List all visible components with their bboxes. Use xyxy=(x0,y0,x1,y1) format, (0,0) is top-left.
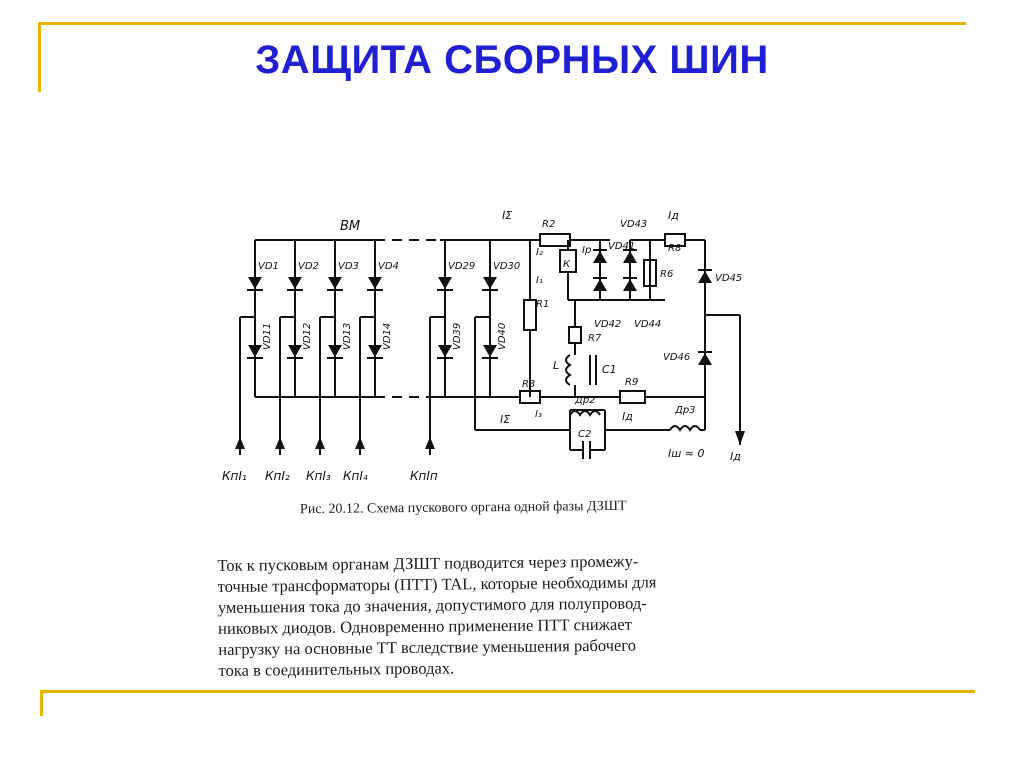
diode-label-vd30: VD30 xyxy=(493,261,520,272)
input-label-1: КпI₁ xyxy=(222,469,247,483)
diode-label-vd29: VD29 xyxy=(448,261,475,272)
slide-title: ЗАЩИТА СБОРНЫХ ШИН xyxy=(255,38,769,82)
label-vd45: VD45 xyxy=(715,273,742,284)
input-label-3: КпI₃ xyxy=(306,469,331,483)
paragraph-line: тока в соединительных проводах. xyxy=(218,658,455,680)
label-vd42: VD42 xyxy=(594,319,621,330)
label-dr3: Др3 xyxy=(674,405,696,416)
label-c1: C1 xyxy=(602,363,617,376)
label-r9: R9 xyxy=(625,377,638,388)
diode-label-vd12: VD12 xyxy=(302,323,313,350)
diode-label-vd11: VD11 xyxy=(262,323,273,350)
diode-symbols xyxy=(235,249,745,449)
label-vd41: VD41 xyxy=(608,241,635,252)
label-i-sigma-top: IΣ xyxy=(502,209,512,222)
input-label-2: КпI₂ xyxy=(265,469,290,483)
frame-top-line xyxy=(38,22,966,25)
body-paragraph: Ток к пусковым органам ДЗШТ подводится ч… xyxy=(217,549,778,681)
label-c2: C2 xyxy=(578,429,591,440)
label-r3: R3 xyxy=(522,379,535,390)
label-r6: R6 xyxy=(660,269,673,280)
label-r7: R7 xyxy=(588,333,602,344)
label-k: К xyxy=(563,259,571,270)
diode-label-vd39: VD39 xyxy=(452,323,463,350)
label-dr2: Др2 xyxy=(574,395,596,406)
frame-bottom-line xyxy=(40,690,975,693)
label-vd44: VD44 xyxy=(634,319,661,330)
label-r1: R1 xyxy=(536,299,549,310)
label-r8: R8 xyxy=(668,243,681,254)
label-i-d-mid: Iд xyxy=(622,410,633,423)
frame-bottom-stub xyxy=(40,690,43,716)
input-label-4: КпI₄ xyxy=(343,469,368,483)
label-i-sh: Iш ≈ 0 xyxy=(668,447,705,460)
figure-caption: Рис. 20.12. Схема пускового органа одной… xyxy=(299,498,627,518)
diode-label-vd1: VD1 xyxy=(258,261,279,272)
label-vd43: VD43 xyxy=(620,219,647,230)
diode-label-vd40: VD40 xyxy=(497,323,508,350)
diode-label-vd3: VD3 xyxy=(338,261,359,272)
input-label-n: КпIп xyxy=(410,469,438,483)
label-i-sigma-bottom: IΣ xyxy=(500,413,510,426)
label-i-d-out: Iд xyxy=(730,450,741,463)
label-vd46: VD46 xyxy=(663,352,690,363)
label-i2: I₂ xyxy=(536,247,543,258)
label-r2: R2 xyxy=(542,219,555,230)
diode-label-vd13: VD13 xyxy=(342,323,353,350)
label-i-d-top: Iд xyxy=(668,209,679,222)
bus-label: ВМ xyxy=(340,219,360,234)
label-i-p: Iр xyxy=(582,245,591,256)
diode-label-vd14: VD14 xyxy=(382,323,393,350)
label-l: L xyxy=(553,359,559,372)
diode-label-vd4: VD4 xyxy=(378,261,399,272)
label-i3: I₃ xyxy=(535,409,542,420)
frame-left-line xyxy=(38,22,41,92)
diode-label-vd2: VD2 xyxy=(298,261,319,272)
circuit-diagram: ВМ VD1 VD2 VD3 VD4 VD29 VD30 VD11 VD12 V… xyxy=(222,209,745,483)
label-i1: I₁ xyxy=(536,275,543,286)
